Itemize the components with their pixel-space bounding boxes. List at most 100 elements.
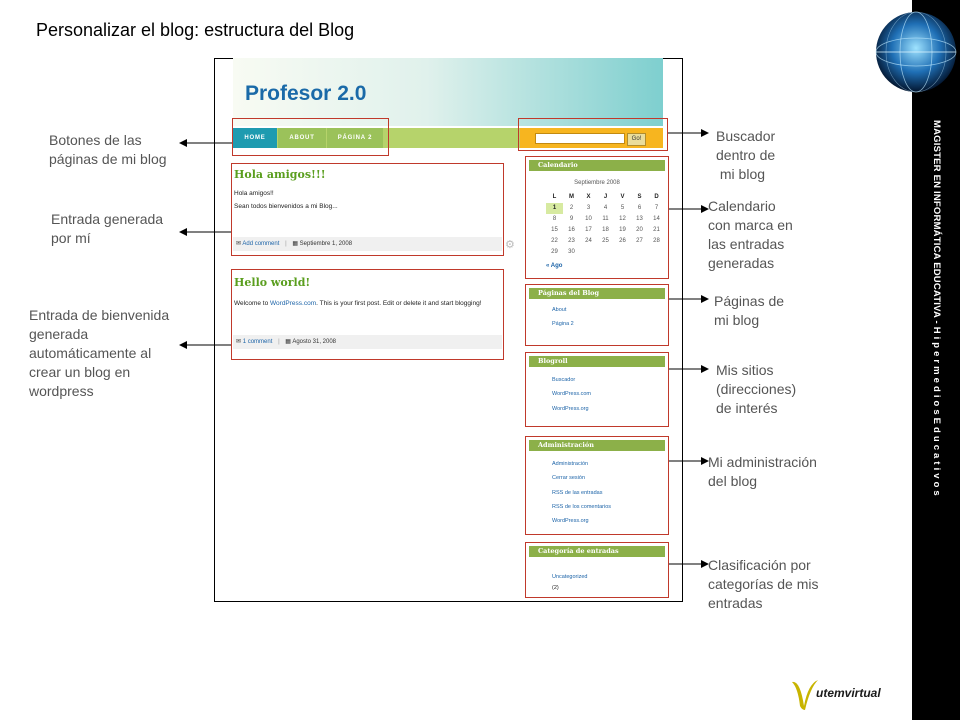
calendar-day: 17 bbox=[585, 227, 592, 233]
annotation-calendar: Calendario con marca en las entradas gen… bbox=[708, 198, 793, 271]
calendar-day: 4 bbox=[603, 205, 608, 211]
calendar-day: 13 bbox=[636, 216, 643, 222]
calendar-month: Septiembre 2008 bbox=[574, 180, 620, 186]
widget-link[interactable]: Cerrar sesión bbox=[552, 475, 586, 482]
calendar-day: 9 bbox=[569, 216, 574, 222]
post-body-text: Welcome to bbox=[234, 300, 271, 307]
pages-widget: Páginas del Blog About Página 2 bbox=[525, 284, 669, 346]
blogroll-widget: Blogroll Buscador WordPress.com WordPres… bbox=[525, 352, 669, 427]
annotation-categories: Clasificación por categorías de mis entr… bbox=[708, 557, 819, 611]
nav-tab-home[interactable]: HOME bbox=[233, 128, 277, 148]
blog-header bbox=[233, 58, 663, 126]
annotation-welcome-post: Entrada de bienvenida generada automátic… bbox=[29, 307, 170, 399]
calendar-day: 22 bbox=[551, 238, 558, 244]
widget-link[interactable]: Buscador bbox=[552, 377, 576, 383]
calendar-day bbox=[631, 247, 648, 258]
widget-link[interactable]: About bbox=[552, 307, 567, 313]
side-band bbox=[912, 0, 960, 720]
nav-tab-about[interactable]: ABOUT bbox=[278, 128, 326, 148]
widget-link[interactable]: WordPress.org bbox=[552, 405, 589, 412]
gear-icon: ⚙ bbox=[505, 239, 515, 251]
nav-tab-pagina-2[interactable]: PÁGINA 2 bbox=[327, 128, 383, 148]
widget-link[interactable]: Página 2 bbox=[552, 321, 574, 328]
annotation-nav-buttons: Botones de las páginas de mi blog bbox=[49, 132, 167, 167]
calendar-day: 2 bbox=[569, 205, 574, 211]
post-date: Septiembre 1, 2008 bbox=[299, 241, 353, 247]
calendar-day: 27 bbox=[636, 238, 643, 244]
post-title[interactable]: Hello world! bbox=[234, 276, 311, 289]
widget-items: Buscador WordPress.com WordPress.org bbox=[552, 373, 591, 416]
calendar-day: 21 bbox=[653, 227, 660, 233]
widget-link[interactable]: WordPress.com bbox=[552, 391, 592, 398]
widget-link[interactable]: Uncategorized bbox=[552, 574, 588, 580]
comment-icon: ✉ bbox=[236, 241, 242, 247]
admin-widget: Administración Administración Cerrar ses… bbox=[525, 436, 669, 535]
comment-icon: ✉ bbox=[236, 339, 242, 345]
widget-heading: Calendario bbox=[529, 160, 665, 171]
widget-link[interactable]: RSS de los comentarios bbox=[552, 503, 611, 510]
annotation-search: Buscador dentro de mi blog bbox=[716, 128, 776, 182]
annotation-pages: Páginas de mi blog bbox=[714, 293, 785, 328]
add-comment-link[interactable]: Add comment bbox=[242, 241, 280, 247]
date-icon: ▦ bbox=[285, 339, 291, 345]
post-body: Welcome to WordPress.com. This is your f… bbox=[234, 299, 496, 308]
globe-icon bbox=[875, 11, 957, 93]
wordpress-link[interactable]: WordPress.com bbox=[270, 300, 317, 307]
widget-link[interactable]: WordPress.org bbox=[552, 518, 589, 525]
annotation-my-post: Entrada generada por mí bbox=[51, 211, 164, 246]
category-widget: Categoría de entradas Uncategorized (2) bbox=[525, 542, 669, 598]
calendar-day: 24 bbox=[585, 238, 592, 244]
calendar-day-header: S bbox=[637, 194, 642, 200]
calendar-day: 28 bbox=[653, 238, 660, 244]
widget-link[interactable]: Administración bbox=[552, 461, 589, 467]
logo-mark-icon bbox=[792, 680, 818, 710]
calendar-day bbox=[580, 247, 597, 258]
blog-title[interactable]: Profesor 2.0 bbox=[245, 82, 367, 105]
calendar-day: 23 bbox=[568, 238, 575, 244]
calendar-day: 6 bbox=[637, 205, 642, 211]
annotation-admin: Mi administración del blog bbox=[708, 454, 817, 489]
slide-title: Personalizar el blog: estructura del Blo… bbox=[36, 20, 355, 40]
post-body-text: . This is your first post. Edit or delet… bbox=[316, 300, 482, 307]
calendar-day: 11 bbox=[602, 216, 609, 222]
calendar-day: 10 bbox=[585, 216, 592, 222]
calendar-day-header: L bbox=[552, 194, 557, 200]
calendar-day: 7 bbox=[654, 205, 659, 211]
calendar-day: 5 bbox=[620, 205, 625, 211]
post-footer: ✉ Add comment | ▦ Septiembre 1, 2008 bbox=[233, 237, 502, 251]
calendar-day: 30 bbox=[568, 249, 575, 255]
calendar-day: 15 bbox=[551, 227, 558, 233]
logo-text: utemvirtual bbox=[816, 686, 881, 700]
post-date: Agosto 31, 2008 bbox=[292, 339, 337, 345]
calendar-prev-link[interactable]: « Ago bbox=[546, 263, 563, 269]
widget-items: About Página 2 bbox=[552, 303, 574, 332]
comments-link[interactable]: 1 comment bbox=[242, 339, 273, 345]
calendar-day: 8 bbox=[552, 216, 557, 222]
calendar-day: 12 bbox=[619, 216, 626, 222]
widget-items: Uncategorized (2) bbox=[552, 572, 587, 594]
date-icon: ▦ bbox=[292, 241, 298, 247]
widget-link[interactable]: RSS de las entradas bbox=[552, 489, 603, 496]
calendar-day-header: V bbox=[620, 194, 625, 200]
calendar-day-header: M bbox=[569, 194, 574, 200]
post-title[interactable]: Hola amigos!!! bbox=[234, 168, 326, 181]
nav-highlight bbox=[232, 118, 389, 156]
side-band-caption: MAGISTER EN INFORMÁTICA EDUCATIVA - H i … bbox=[912, 0, 960, 720]
search-go-button[interactable]: Go! bbox=[627, 133, 646, 146]
search-input[interactable] bbox=[535, 133, 625, 144]
calendar-day bbox=[597, 247, 614, 258]
search-highlight bbox=[518, 118, 668, 151]
calendar-day: 18 bbox=[602, 227, 609, 233]
category-count: (2) bbox=[552, 585, 559, 591]
calendar-day: 26 bbox=[619, 238, 626, 244]
calendar-day bbox=[648, 247, 665, 258]
calendar-day[interactable]: 1 bbox=[546, 203, 563, 214]
widget-heading: Categoría de entradas bbox=[529, 546, 665, 557]
post-body-line: Sean todos bienvenidos a mi Blog... bbox=[234, 203, 338, 210]
